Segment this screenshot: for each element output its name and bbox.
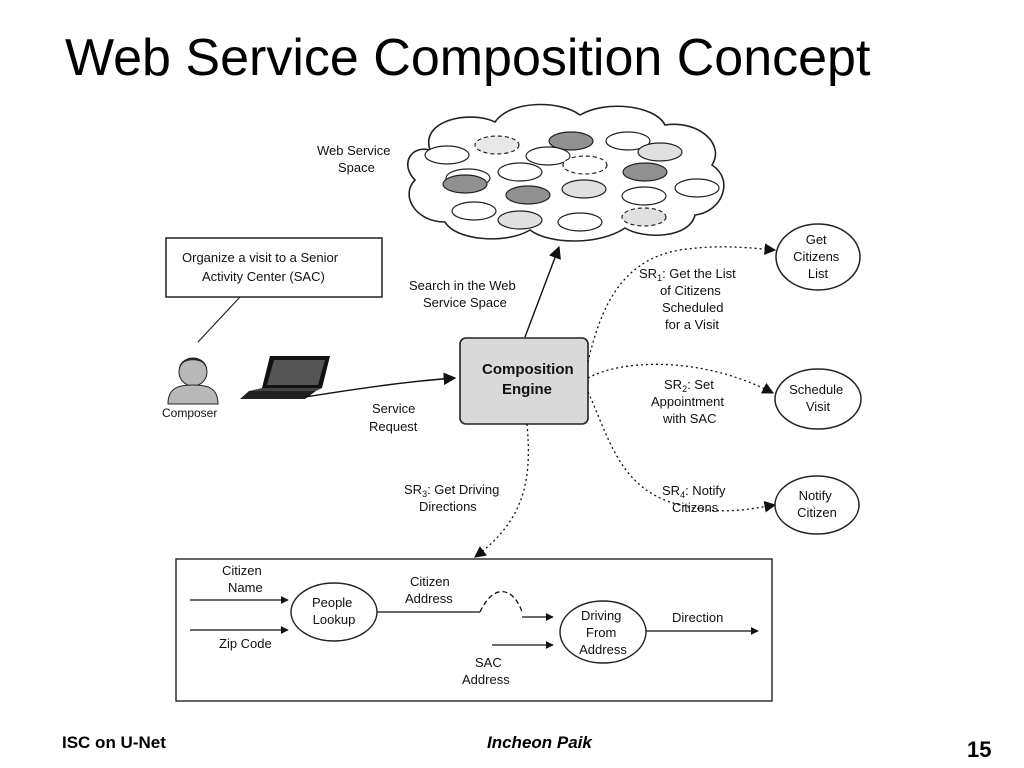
composition-engine-box: [459, 337, 589, 425]
sr1-label: SR1: Get the List of Citizens Scheduled …: [639, 266, 739, 332]
sr2-label: SR2: Set Appointment with SAC: [651, 377, 728, 426]
driving-from-address-node: [559, 600, 647, 664]
service-ellipses: [424, 131, 720, 232]
composition-engine-label: Composition Engine: [482, 361, 578, 398]
sr4-label: SR4: Notify Citizens: [662, 483, 729, 515]
page-number: 15: [967, 737, 992, 762]
sac-address-label: SAC Address: [462, 655, 510, 687]
composer-person-icon: [167, 357, 219, 405]
direction-label: Direction: [672, 610, 723, 625]
service-request-label: Service Request: [369, 401, 419, 434]
notify-citizen-node: [774, 475, 860, 535]
schedule-visit-node: [774, 368, 862, 430]
notify-citizen-label: Notify Citizen: [797, 488, 837, 520]
zip-code-label: Zip Code: [219, 636, 272, 651]
web-service-cloud: [406, 103, 725, 242]
footer-author: Incheon Paik: [487, 733, 592, 752]
get-citizens-list-label: Get Citizens List: [793, 232, 843, 281]
composer-label: Composer: [162, 406, 217, 420]
footer-left: ISC on U-Net: [62, 733, 166, 752]
citizen-address-label: Citizen Address: [405, 574, 453, 606]
driving-from-address-label: Driving From Address: [579, 608, 627, 657]
slide-title: Web Service Composition Concept: [65, 29, 871, 87]
laptop-icon: [240, 356, 330, 399]
search-label: Search in the Web Service Space: [409, 278, 519, 310]
people-lookup-label: People Lookup: [312, 595, 356, 627]
task-box: [165, 237, 383, 298]
sr3-label: SR3: Get Driving Directions: [404, 482, 503, 514]
schedule-visit-label: Schedule Visit: [789, 382, 847, 414]
task-box-text: Organize a visit to a Senior Activity Ce…: [182, 250, 342, 284]
web-service-space-label: Web Service Space: [317, 143, 394, 175]
get-citizens-list-node: [775, 223, 861, 291]
citizen-name-label: Citizen Name: [222, 563, 265, 595]
